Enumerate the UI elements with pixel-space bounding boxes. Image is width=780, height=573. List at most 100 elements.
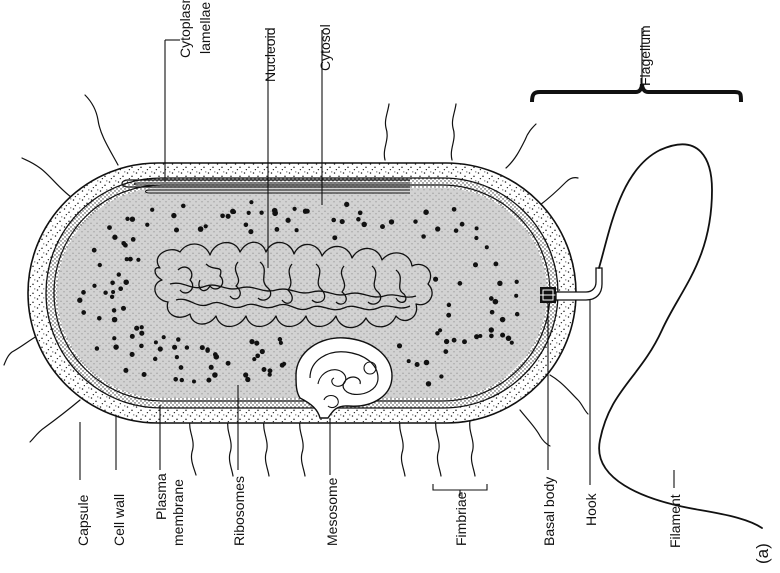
ribosome-dot [130, 352, 135, 357]
ribosome-dot [458, 281, 463, 286]
ribosome-dot [110, 295, 114, 299]
label-basal-body: Basal body [541, 477, 557, 546]
label-panel-a: (a) [753, 543, 772, 564]
ribosome-dot [490, 310, 495, 315]
ribosome-dot [130, 334, 135, 339]
ribosome-dot [260, 349, 265, 354]
ribosome-dot [489, 327, 494, 332]
ribosome-dot [172, 345, 177, 350]
ribosome-dot [112, 235, 117, 240]
ribosome-dot [212, 372, 218, 378]
ribosome-dot [123, 368, 128, 373]
ribosome-dot [493, 261, 498, 266]
ribosome-dot [180, 378, 184, 382]
ribosome-dot [515, 280, 519, 284]
ribosome-dot [295, 228, 299, 232]
label-cytosol: Cytosol [317, 24, 333, 71]
ribosome-dot [158, 346, 163, 351]
ribosome-dot [200, 345, 205, 350]
label-plasma-membrane-line2: membrane [170, 479, 186, 546]
ribosome-dot [110, 281, 115, 286]
ribosome-dot [485, 245, 489, 249]
ribosome-dot [95, 346, 99, 350]
ribosome-dot [92, 284, 96, 288]
ribosome-dot [192, 379, 196, 383]
label-cytoplasmic-lamellae-line1: Cytoplasmic [177, 0, 193, 58]
ribosome-dot [475, 226, 479, 230]
ribosome-dot [131, 237, 136, 242]
ribosome-dot [500, 333, 505, 338]
ribosome-dot [489, 296, 494, 301]
ribosome-dot [198, 226, 204, 232]
ribosome-dot [176, 337, 180, 341]
ribosome-dot [446, 313, 451, 318]
label-ribosomes: Ribosomes [231, 476, 247, 546]
ribosome-dot [254, 341, 259, 346]
ribosome-dot [92, 248, 97, 253]
ribosome-dot [460, 222, 465, 227]
ribosome-dot [118, 286, 123, 291]
ribosome-dot [278, 337, 283, 342]
ribosome-dot [305, 209, 310, 214]
ribosome-dot [226, 361, 231, 366]
ribosome-dot [293, 207, 297, 211]
label-hook: Hook [583, 492, 599, 526]
ribosome-dot [282, 362, 286, 366]
ribosome-dot [140, 325, 144, 329]
ribosome-dot [98, 263, 102, 267]
ribosome-dot [444, 339, 449, 344]
ribosome-dot [331, 218, 336, 223]
ribosome-dot [113, 344, 118, 349]
ribosome-dot [103, 291, 107, 295]
label-cytoplasmic-lamellae-line2: lamellae [197, 2, 213, 54]
ribosome-dot [497, 281, 502, 286]
ribosome-dot [423, 209, 429, 215]
ribosome-dot [209, 365, 214, 370]
ribosome-dot [97, 316, 102, 321]
ribosome-dot [255, 353, 260, 358]
ribosome-dot [438, 328, 442, 332]
ribosome-dot [380, 224, 385, 229]
ribosome-dot [421, 234, 426, 239]
ribosome-dot [473, 262, 478, 267]
ribosome-dot [248, 229, 253, 234]
ribosome-dot [232, 210, 236, 214]
ribosome-dot [153, 357, 157, 361]
ribosome-dot [275, 227, 280, 232]
label-flagellum: Flagellum [637, 25, 653, 86]
ribosome-dot [220, 213, 225, 218]
ribosome-dot [243, 372, 248, 377]
ribosome-dot [249, 339, 254, 344]
ribosome-dot [245, 377, 250, 382]
ribosome-dot [493, 299, 499, 305]
ribosome-dot [121, 306, 126, 311]
label-filament: Filament [667, 494, 683, 548]
ribosome-dot [344, 202, 349, 207]
ribosome-dot [77, 298, 82, 303]
ribosome-dot [175, 355, 179, 359]
ribosome-dot [413, 219, 417, 223]
ribosome-dot [515, 312, 520, 317]
ribosome-dot [358, 210, 363, 215]
ribosome-dot [142, 372, 147, 377]
ribosome-dot [134, 326, 139, 331]
ribosome-dot [500, 317, 506, 323]
ribosome-dot [279, 341, 283, 345]
ribosome-dot [112, 308, 117, 313]
ribosome-dot [443, 349, 448, 354]
ribosome-dot [489, 334, 494, 339]
ribosome-dot [407, 359, 411, 363]
ribosome-dot [181, 204, 186, 209]
ribosome-dot [454, 228, 459, 233]
ribosome-dot [510, 341, 514, 345]
ribosome-dot [285, 218, 290, 223]
ribosome-dot [426, 381, 431, 386]
filament [599, 144, 762, 528]
ribosome-dot [185, 345, 189, 349]
ribosome-dot [433, 277, 438, 282]
label-nucleoid: Nucleoid [262, 28, 278, 82]
ribosome-dot [174, 227, 179, 232]
ribosome-dot [130, 217, 135, 222]
ribosome-dot [123, 243, 128, 248]
ribosome-dot [356, 217, 361, 222]
